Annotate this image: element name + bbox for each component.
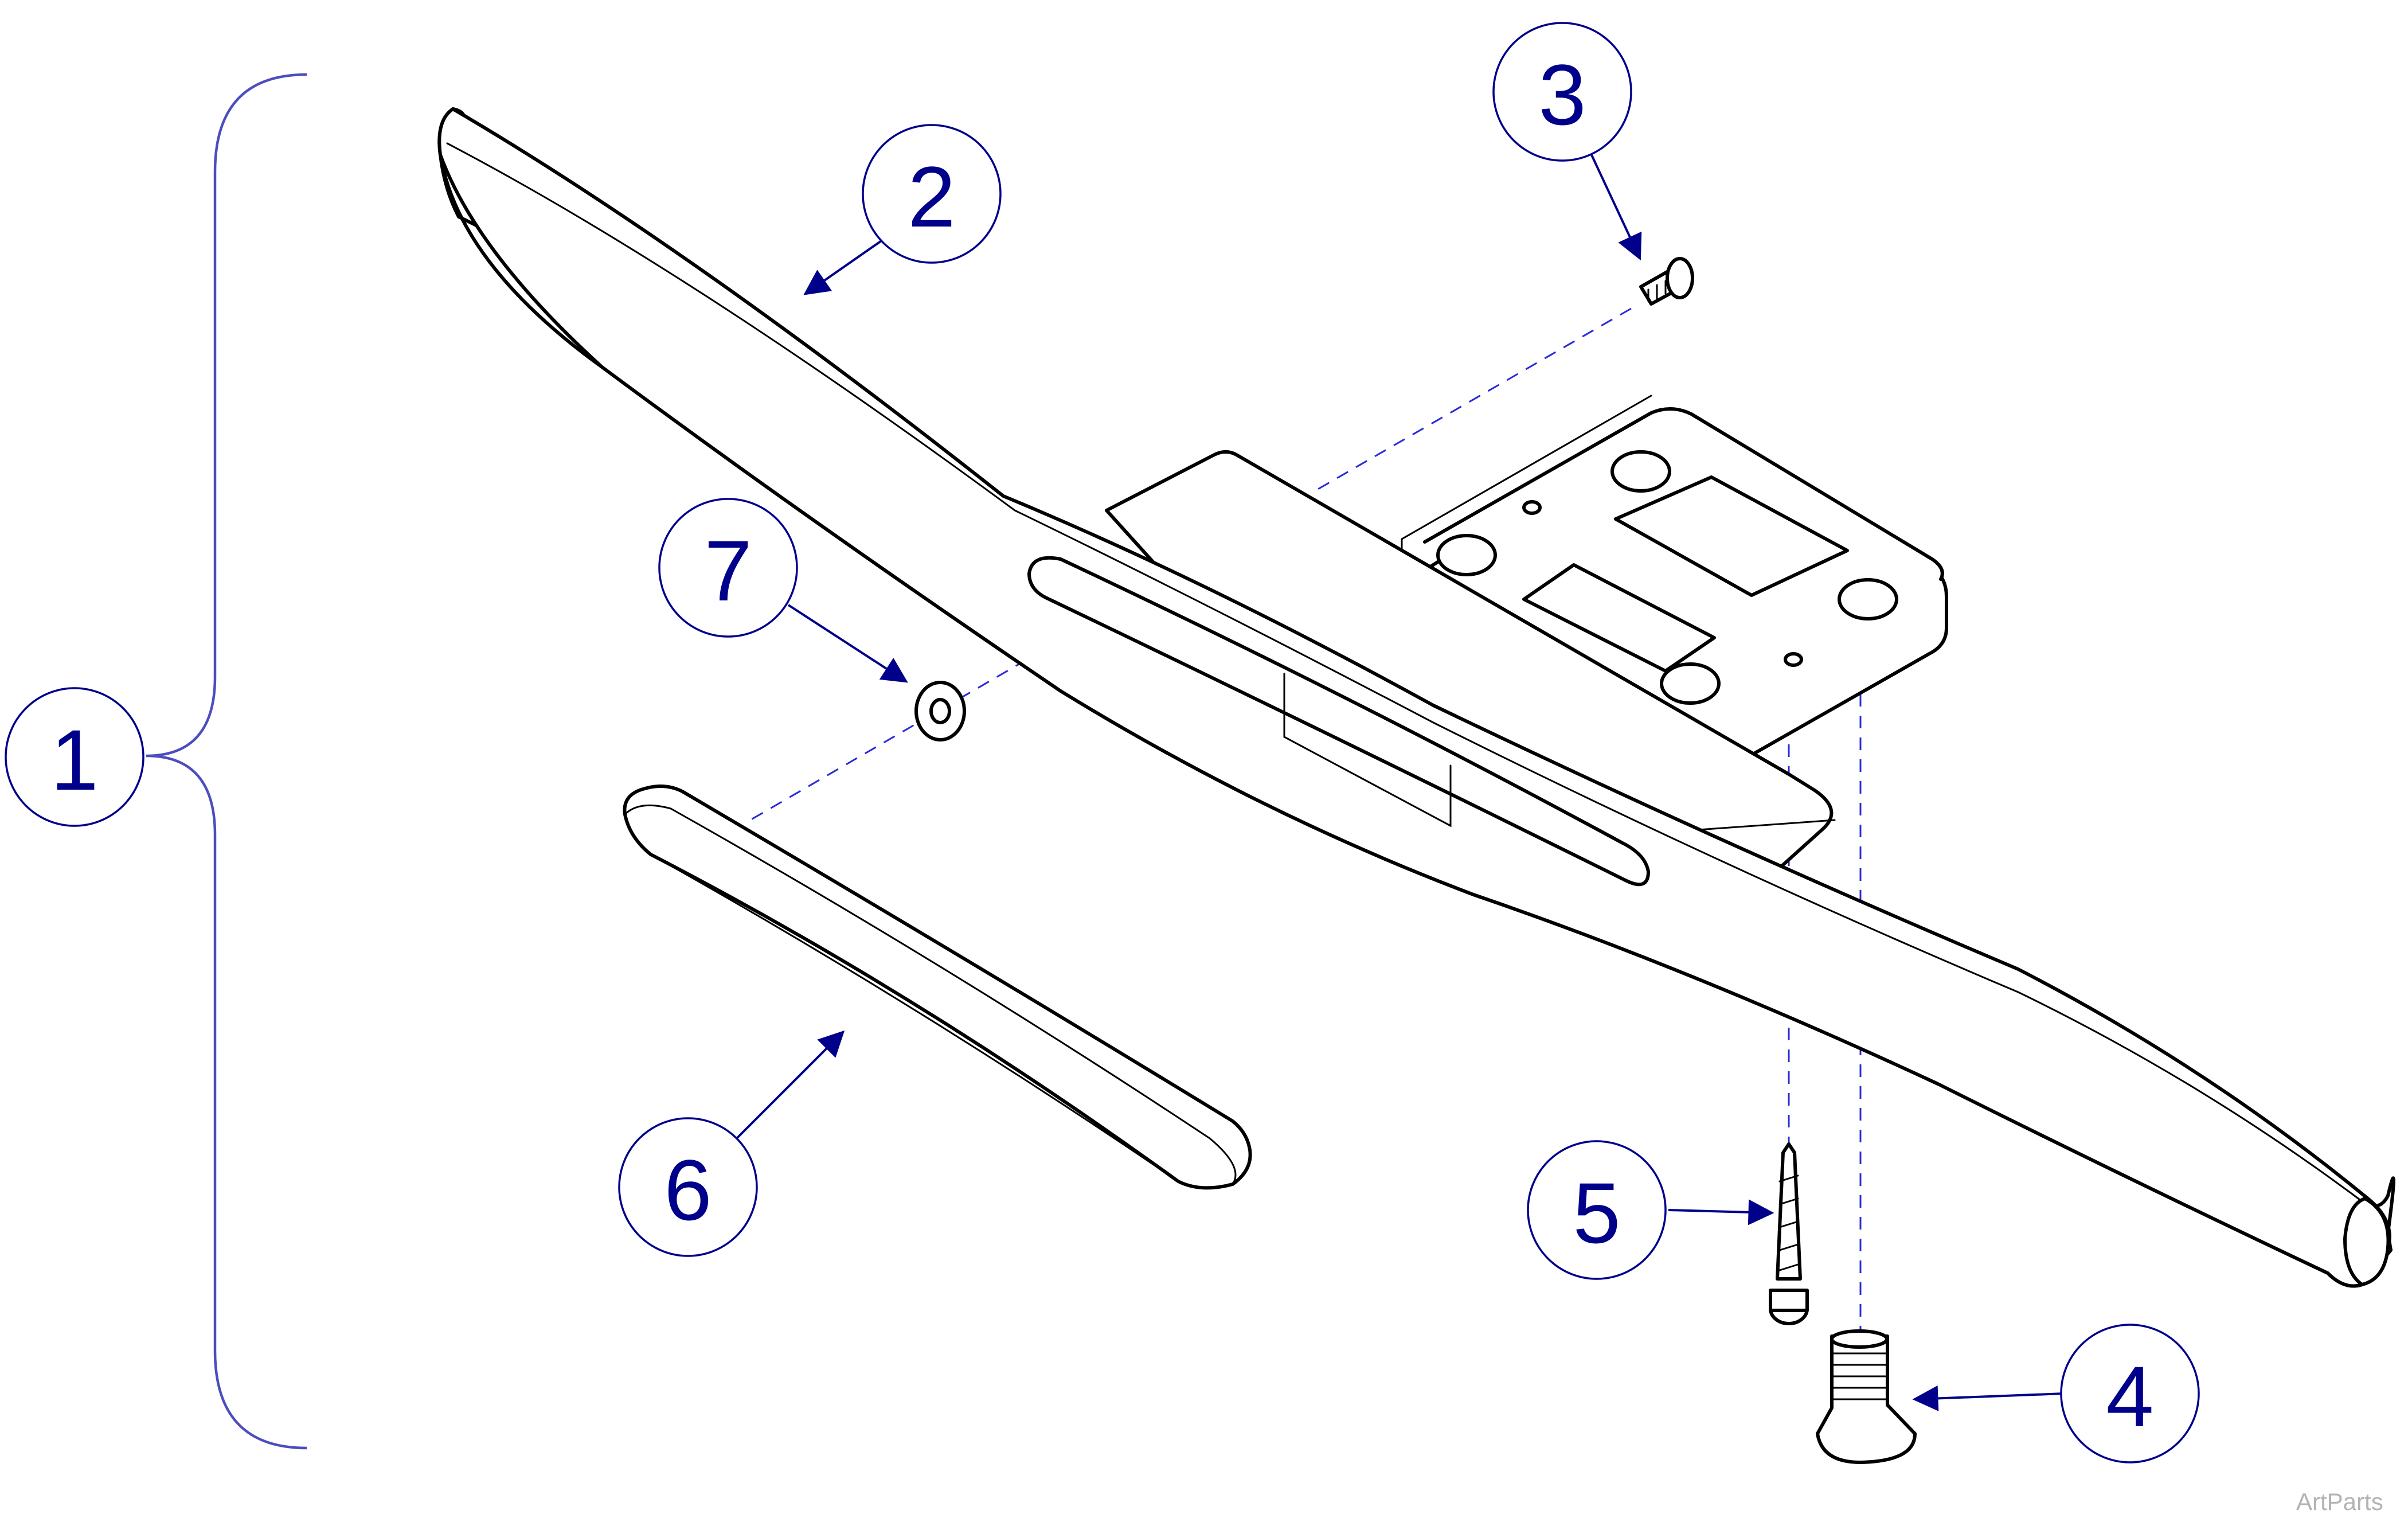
callout-2: 2 <box>862 124 1002 264</box>
insert-pad <box>623 785 1252 1190</box>
handle-bar <box>437 107 2395 1288</box>
washer-7 <box>914 681 966 741</box>
svg-text:4: 4 <box>2106 1348 2153 1445</box>
screw-3 <box>1639 257 1694 306</box>
callout-7: 7 <box>658 498 798 638</box>
svg-text:3: 3 <box>1538 46 1586 143</box>
svg-text:1: 1 <box>50 712 98 808</box>
callout-5: 5 <box>1527 1140 1667 1280</box>
callout-4: 4 <box>2060 1324 2200 1463</box>
leader-5 <box>1668 1199 1774 1226</box>
svg-text:5: 5 <box>1573 1165 1620 1261</box>
svg-text:7: 7 <box>704 522 752 619</box>
callout-3: 3 <box>1492 22 1632 162</box>
callout-1: 1 <box>5 687 144 827</box>
leader-2 <box>803 239 884 295</box>
leader-4 <box>1912 1385 2065 1411</box>
callout-6: 6 <box>618 1117 758 1257</box>
artparts-credit: ArtParts <box>2296 1488 2383 1515</box>
leader-6 <box>736 1030 845 1139</box>
screw-5 <box>1769 1142 1809 1325</box>
leader-3 <box>1590 153 1642 261</box>
leader-7 <box>787 604 908 683</box>
svg-text:6: 6 <box>664 1142 712 1238</box>
mounting-bracket <box>1400 395 1948 767</box>
assembly-brace <box>146 73 307 1450</box>
screw-4 <box>1816 1329 1917 1464</box>
svg-text:2: 2 <box>908 149 955 245</box>
